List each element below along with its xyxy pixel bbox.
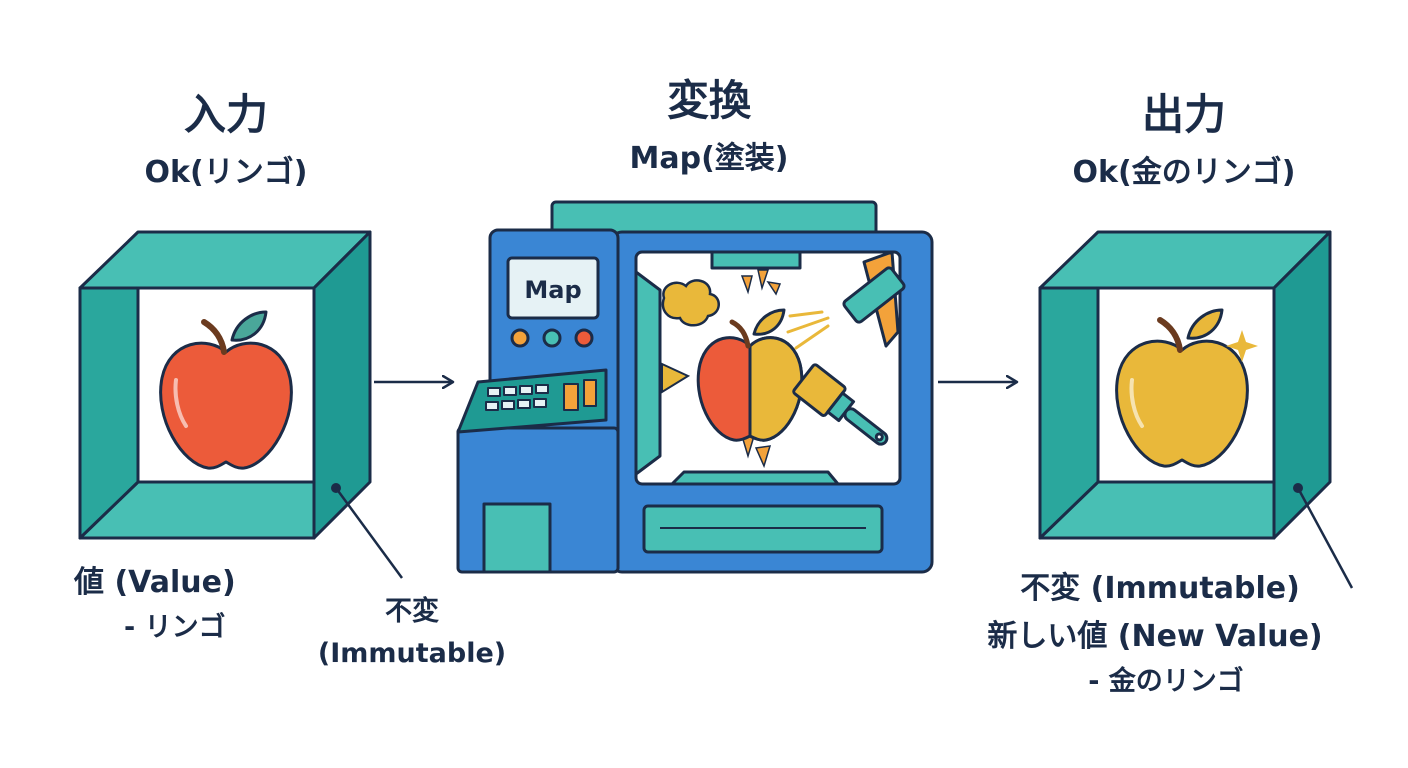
half-painted-apple-icon — [696, 308, 804, 442]
machine-screen-label: Map — [524, 276, 581, 304]
input-immutable-en: (Immutable) — [317, 638, 507, 669]
map-machine — [456, 200, 934, 574]
motion-chevron — [661, 362, 691, 394]
input-value-desc: - リンゴ — [124, 612, 226, 643]
red-apple-icon — [159, 310, 293, 470]
input-subtitle: Ok(リンゴ) — [144, 155, 308, 190]
impact-sparks — [740, 269, 782, 469]
transform-subtitle: Map(塗装) — [629, 141, 789, 176]
output-value-label: 新しい値 (New Value) — [987, 619, 1323, 654]
immutable-pointer-line — [334, 487, 404, 579]
paint-puff — [661, 279, 720, 327]
spray-nozzle — [842, 250, 906, 348]
sparkle-icon — [1226, 330, 1258, 362]
input-value-label: 値 (Value) — [74, 565, 236, 600]
gold-apple-icon — [1115, 308, 1249, 468]
output-immutable-label: 不変 (Immutable) — [1020, 571, 1300, 606]
transform-heading: 変換 — [666, 76, 752, 125]
output-value-desc: - 金のリンゴ — [1088, 666, 1244, 697]
paint-brush-icon — [792, 363, 889, 446]
output-subtitle: Ok(金のリンゴ) — [1072, 155, 1296, 190]
input-immutable-label: 不変 — [385, 596, 439, 627]
output-immutable-pointer-line — [1296, 487, 1354, 589]
output-heading: 出力 — [1141, 90, 1227, 139]
input-heading: 入力 — [183, 90, 269, 139]
spray-lines — [786, 310, 830, 350]
